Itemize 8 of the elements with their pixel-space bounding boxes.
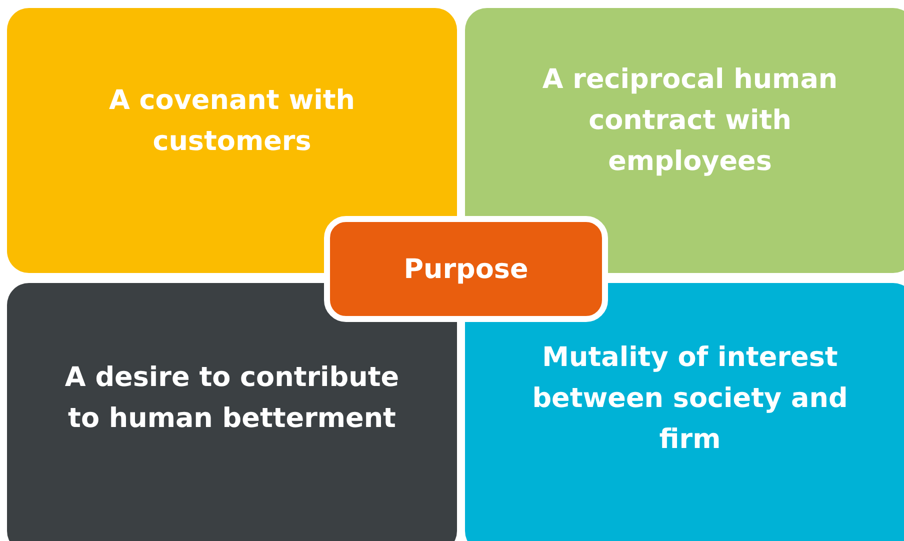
quadrant-label: A reciprocal human contract with employees (541, 63, 839, 179)
center-box (324, 216, 608, 322)
quadrant-box (465, 283, 904, 541)
quadrant-label: A desire to contribute to human betterment (64, 361, 400, 436)
quadrant-label: A covenant with customers (108, 84, 356, 158)
quadrant-box (7, 283, 457, 541)
center-label: Purpose (404, 252, 528, 286)
quadrant-label: Mutality of interest between society and firm (531, 340, 849, 456)
